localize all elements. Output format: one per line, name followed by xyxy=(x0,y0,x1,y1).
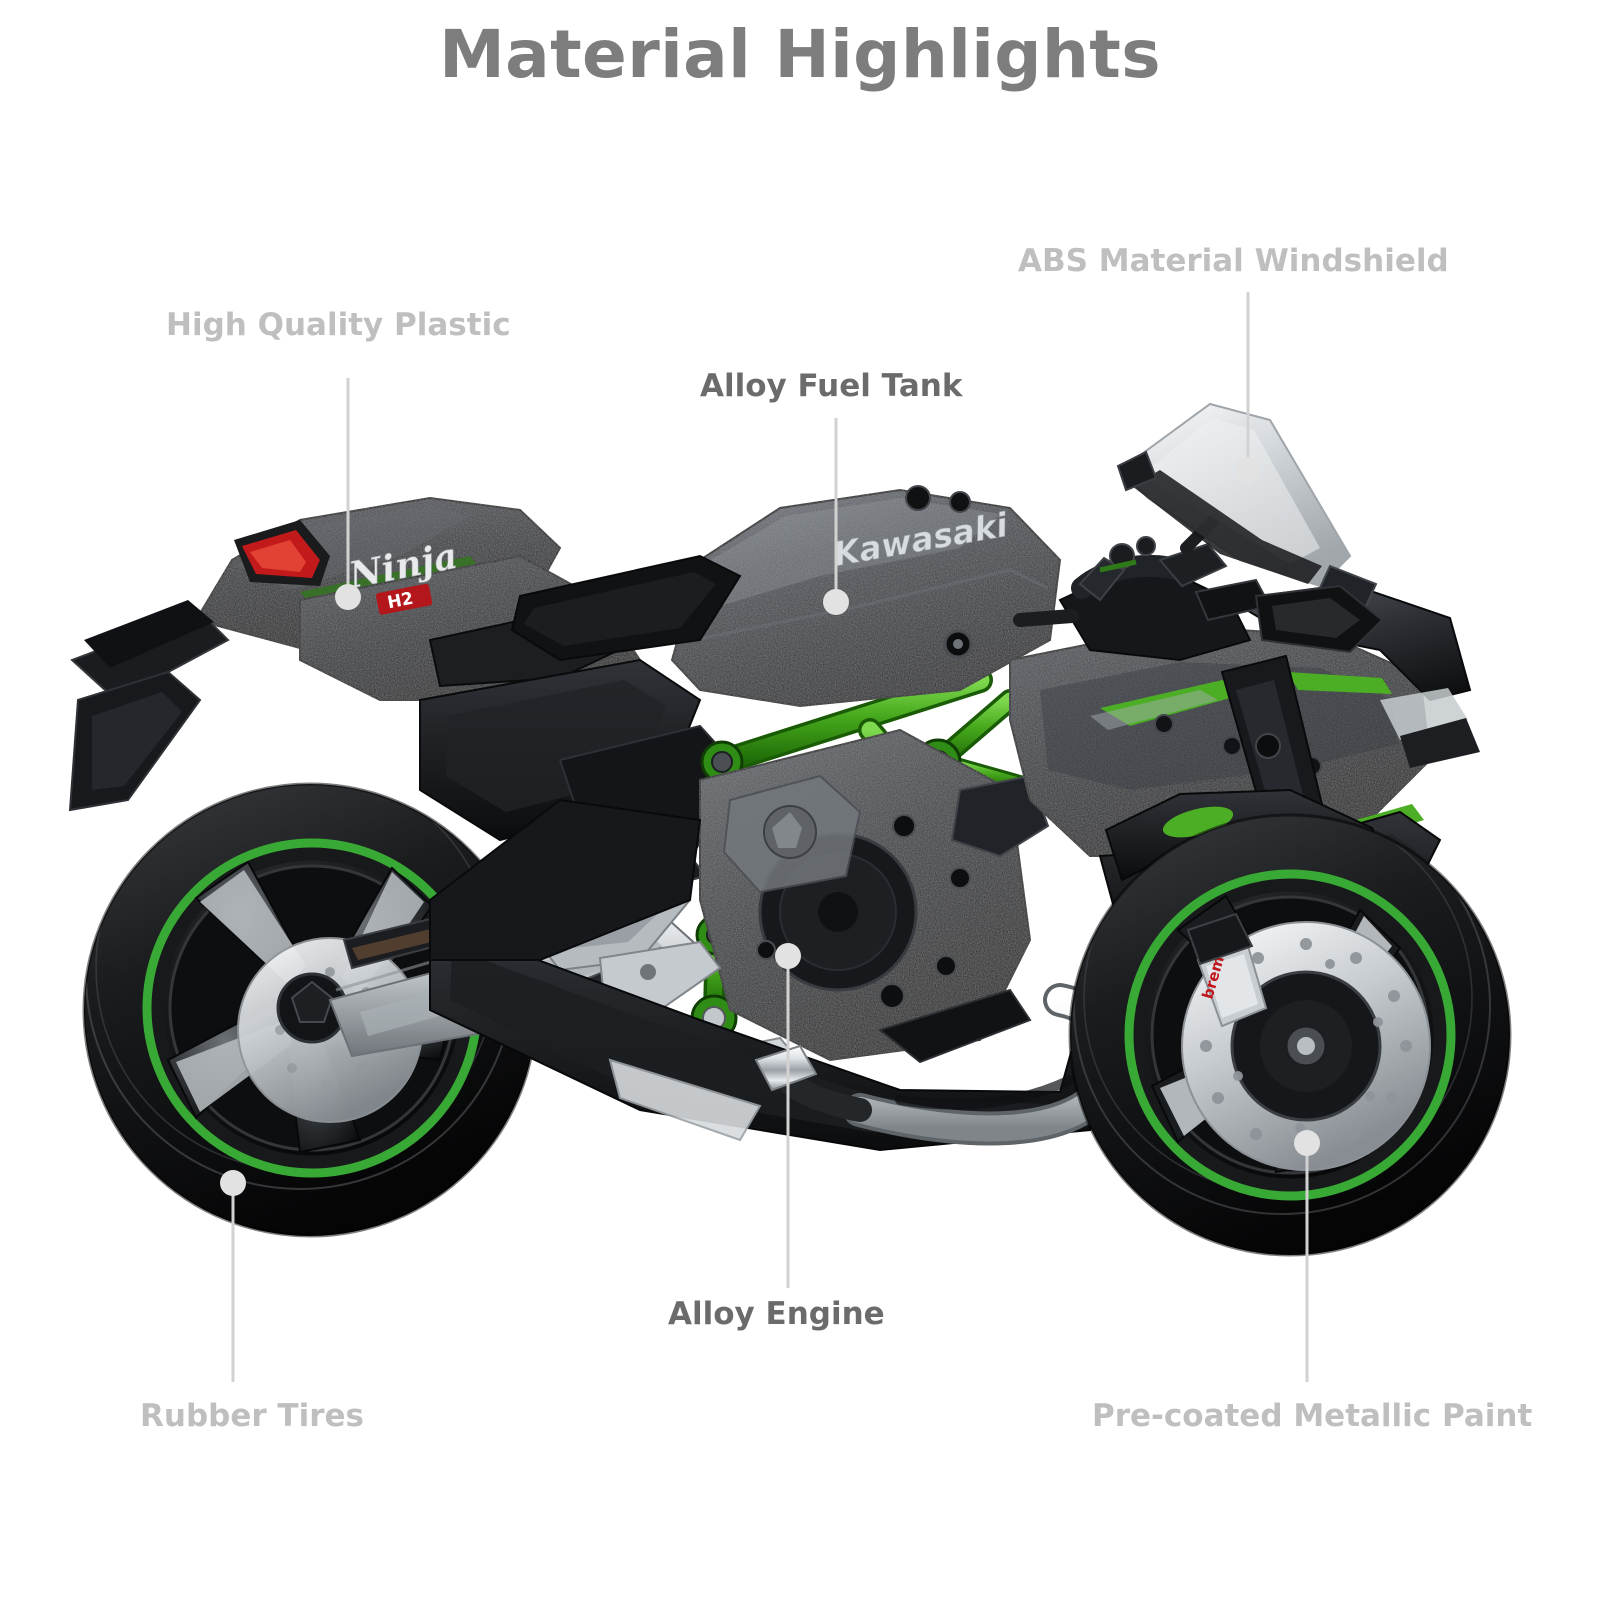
alloy-fuel-tank: Kawasaki xyxy=(670,485,1062,708)
callout-dots xyxy=(220,457,1320,1196)
svg-text:H2: H2 xyxy=(386,589,415,614)
callout-label-high-quality-plastic: High Quality Plastic xyxy=(166,307,511,343)
front-wheel: brembo xyxy=(1068,813,1512,1257)
callout-label-alloy-engine: Alloy Engine xyxy=(668,1296,885,1332)
cockpit xyxy=(1013,514,1272,662)
leader-dot-rubber-tires xyxy=(220,1170,246,1196)
leader-dot-pre-coated-metallic-paint xyxy=(1294,1130,1320,1156)
callout-label-alloy-fuel-tank: Alloy Fuel Tank xyxy=(700,368,963,404)
brembo-caliper: brembo xyxy=(1186,912,1268,1028)
leader-dot-abs-material-windshield xyxy=(1235,457,1261,483)
callout-label-abs-material-windshield: ABS Material Windshield xyxy=(1018,243,1449,279)
leader-dot-alloy-engine xyxy=(775,943,801,969)
leader-dot-high-quality-plastic xyxy=(335,584,361,610)
callout-leaders xyxy=(231,292,1309,1382)
abs-windshield xyxy=(1116,402,1384,654)
undertail xyxy=(419,658,742,882)
callout-label-rubber-tires: Rubber Tires xyxy=(140,1398,364,1434)
page-title: Material Highlights xyxy=(439,16,1161,93)
seat xyxy=(510,554,742,662)
callout-label-pre-coated-metallic-paint: Pre-coated Metallic Paint xyxy=(1092,1398,1533,1434)
leader-dot-alloy-fuel-tank xyxy=(823,589,849,615)
